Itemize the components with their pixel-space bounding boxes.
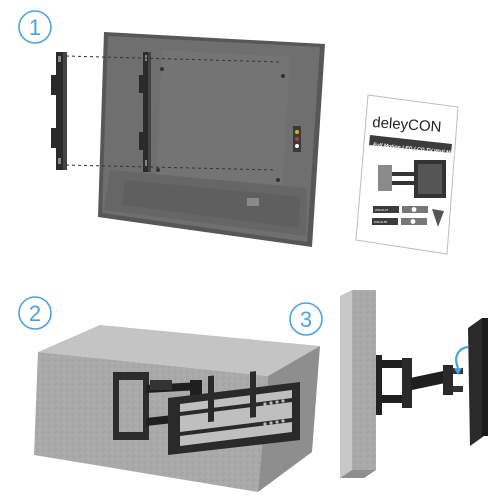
- manual-model-row-a: WM-M-47: [373, 206, 428, 213]
- svg-text:WM-M-55: WM-M-55: [374, 220, 387, 224]
- tv-back: [98, 32, 325, 247]
- manual-brand: deleyCON: [372, 114, 442, 136]
- instruction-manual: deleyCON Full Motion LED,LCD TV Wall Mou…: [355, 94, 462, 255]
- tv-label: [247, 198, 259, 206]
- side-arm-bracket: [376, 355, 463, 415]
- step-2-number: 2: [29, 301, 41, 326]
- step-3-badge: 3: [289, 302, 323, 336]
- loose-bracket-rail: [51, 52, 67, 170]
- manual-model-row-b: WM-M-55: [372, 218, 427, 225]
- step-1-badge: 1: [18, 10, 52, 44]
- step-3-number: 3: [300, 307, 312, 332]
- step-2-badge: 2: [18, 296, 52, 330]
- svg-text:WM-M-47: WM-M-47: [375, 208, 388, 212]
- wall-column: [340, 290, 376, 478]
- tv-ports: [293, 126, 301, 152]
- step-1-number: 1: [29, 15, 41, 40]
- manual-warning-icon: [432, 209, 444, 227]
- step-3: 3: [289, 290, 488, 478]
- manual-product-image: [378, 160, 446, 198]
- alignment-lines: [65, 55, 283, 171]
- step-2: 2: [18, 296, 320, 492]
- tv-side-panel: [468, 318, 488, 446]
- step-1: 1: [18, 10, 462, 255]
- tilt-arrow-icon: [454, 345, 469, 375]
- wall-mount-bracket: [113, 371, 300, 455]
